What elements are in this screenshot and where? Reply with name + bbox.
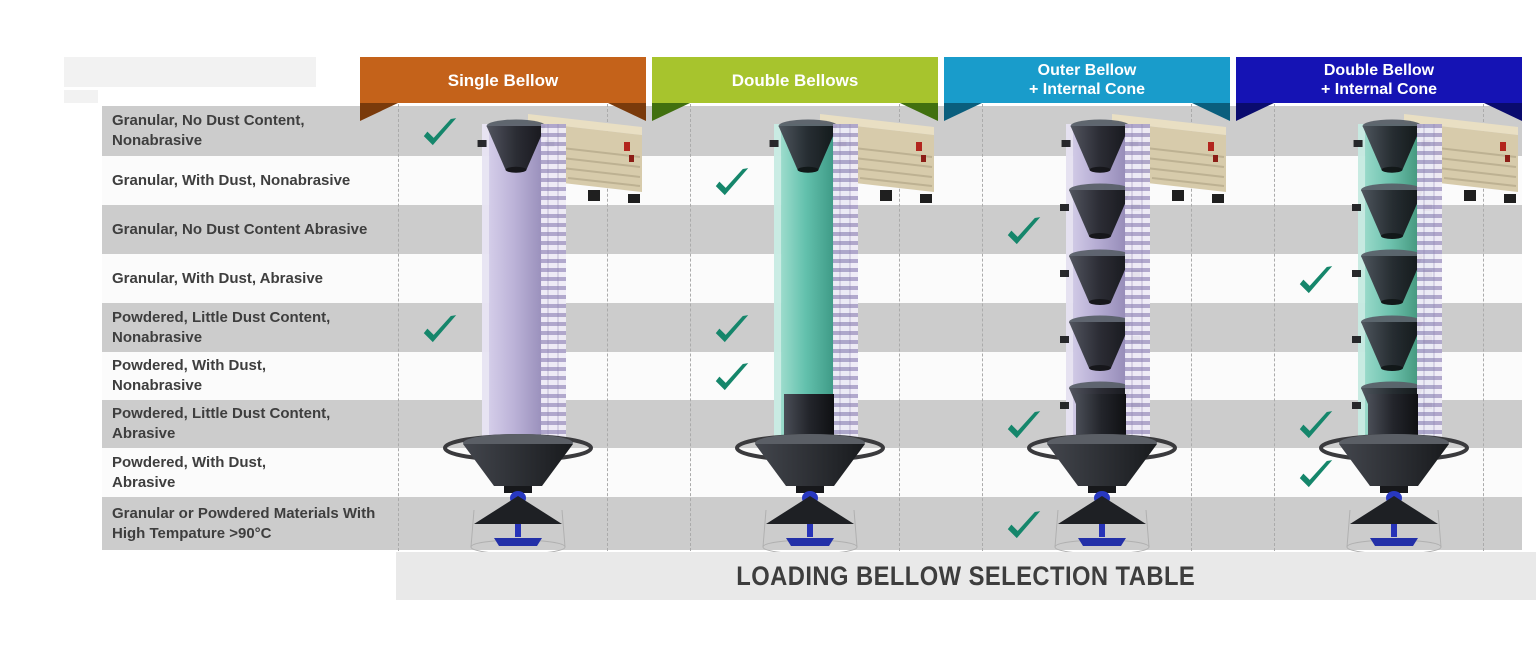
column-strip-outer-bellow-internal-cone [982,104,1192,551]
row-label: Powdered, With Dust, Nonabrasive [112,357,267,394]
column-header-label: Double Bellows [731,70,859,90]
title-band: LOADING BELLOW SELECTION TABLE [396,552,1536,600]
discharge-assembly [1319,434,1469,555]
row-label: Powdered, Little Dust Content, Abrasive [112,405,331,442]
column-strip-single-bellow [398,104,608,551]
ribbed-sleeve [1417,124,1442,444]
checkmark-icon [422,117,458,148]
table-title: LOADING BELLOW SELECTION TABLE [736,560,1196,591]
ribbed-sleeve [541,124,566,444]
column-header-label: Single Bellow [447,70,559,90]
checkmark-icon [714,167,750,198]
checkmark-icon [1298,410,1334,441]
checkmark-icon [1298,265,1334,296]
loading-bellow-illustration-single-bellow [438,110,678,555]
column-strip-double-bellow-internal-cone [1274,104,1484,551]
loading-bellow-illustration-double-bellow-internal-cone [1314,110,1536,555]
checkmark-icon [1298,459,1334,490]
discharge-assembly [1027,434,1177,555]
discharge-assembly [443,434,593,555]
faded-watermark-artifact [64,57,316,87]
row-label: Granular or Powdered Materials With High… [112,504,376,542]
ribbed-sleeve [833,124,858,444]
row-label: Granular, No Dust Content, Nonabrasive [112,112,305,149]
column-header-double-bellows: Double Bellows [652,57,938,103]
row-label: Granular, No Dust Content Abrasive [112,220,368,238]
column-header-label: Outer Bellow + Internal Cone [1028,62,1146,98]
column-header-label: Double Bellow + Internal Cone [1320,62,1438,98]
column-strip-double-bellows [690,104,900,551]
row-label: Granular, With Dust, Abrasive [112,269,324,287]
row-label: Powdered, Little Dust Content, Nonabrasi… [112,308,331,346]
loading-bellow-illustration-double-bellows [730,110,970,555]
loading-bellow-illustration-outer-bellow-internal-cone [1022,110,1262,555]
discharge-assembly [735,434,885,555]
checkmark-icon [1006,216,1042,247]
checkmark-icon [1006,410,1042,441]
row-label: Powdered, With Dust, Abrasive [112,453,267,491]
checkmark-icon [1006,510,1042,541]
checkmark-icon [714,362,750,393]
column-header-outer-bellow-internal-cone: Outer Bellow + Internal Cone [944,57,1230,103]
row-label: Granular, With Dust, Nonabrasive [112,171,351,189]
ribbed-sleeve [1125,124,1150,444]
checkmark-icon [422,314,458,345]
faded-watermark-artifact [64,90,98,103]
checkmark-icon [714,314,750,345]
column-header-single-bellow: Single Bellow [360,57,646,103]
column-header-double-bellow-internal-cone: Double Bellow + Internal Cone [1236,57,1522,103]
